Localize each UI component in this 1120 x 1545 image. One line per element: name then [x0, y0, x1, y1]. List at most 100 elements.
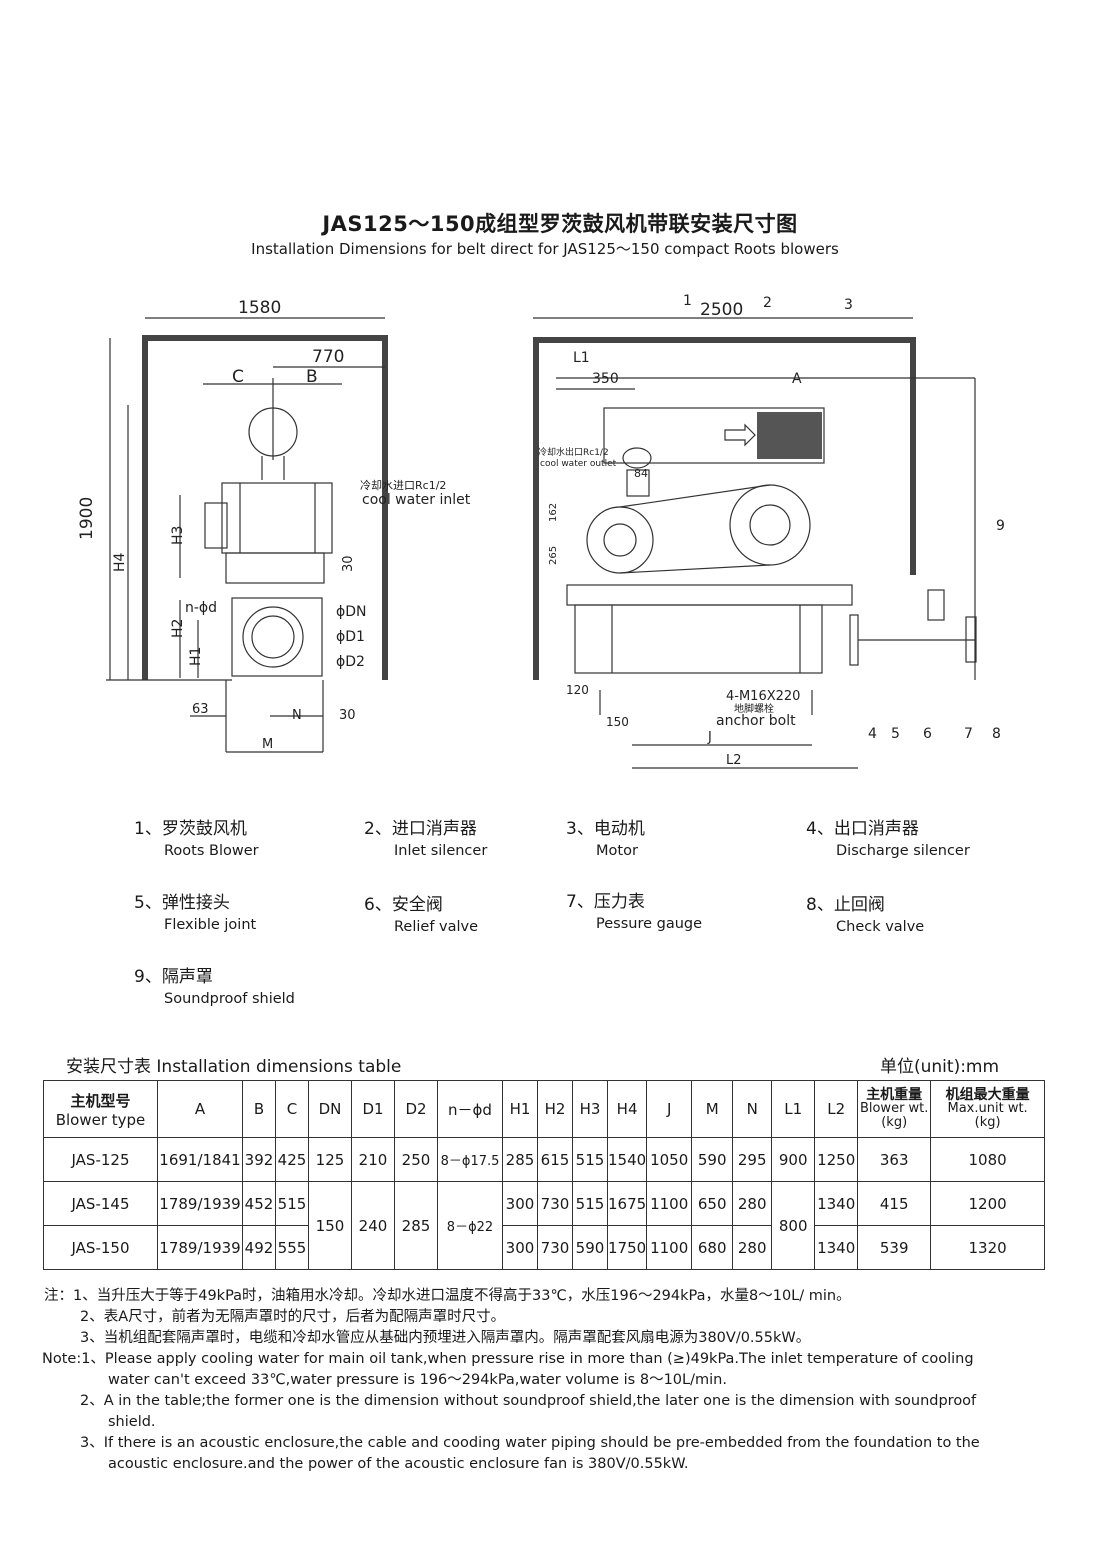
callout-2: 2 [763, 295, 772, 311]
cell-dn: 125 [308, 1137, 352, 1182]
cell-m: 590 [691, 1137, 734, 1182]
cell-l1: 900 [771, 1137, 816, 1182]
col-n-phi-d: n－ϕd [437, 1080, 503, 1138]
cell-l2: 1340 [814, 1181, 859, 1226]
dim-265: 265 [548, 546, 559, 565]
dim-l1: L1 [573, 350, 590, 366]
col-d2: D2 [394, 1080, 438, 1138]
cell-n: 280 [732, 1181, 773, 1226]
callout-4: 4 [868, 726, 877, 742]
cell-j: 1050 [646, 1137, 693, 1182]
cell-d1: 210 [351, 1137, 395, 1182]
cell-n-phi-d: 8－ϕ22 [437, 1181, 503, 1270]
anchor-bolt-cn: 地脚螺栓 [734, 702, 774, 715]
col-j: J [646, 1080, 693, 1138]
col-a: A [157, 1080, 243, 1138]
cell-dn: 150 [308, 1181, 352, 1270]
table-unit: 单位(unit):mm [880, 1057, 1000, 1077]
cell-type: JAS-150 [43, 1225, 158, 1270]
dim-m: M [262, 737, 273, 752]
dim-width-right: 2500 [700, 300, 743, 320]
dim-63: 63 [192, 702, 209, 717]
callout-3: 3 [844, 297, 853, 313]
callout-7: 7 [964, 726, 973, 742]
cell-b: 452 [242, 1181, 276, 1226]
cell-blower-weight: 363 [857, 1137, 932, 1182]
cell-max-unit-weight: 1320 [930, 1225, 1045, 1270]
cell-l2: 1250 [814, 1137, 859, 1182]
cell-blower-weight: 415 [857, 1181, 932, 1226]
table-row: JAS-150 1789/1939 492 555 300 730 590 17… [43, 1225, 1045, 1270]
col-h2: H2 [537, 1080, 573, 1138]
cell-max-unit-weight: 1080 [930, 1137, 1045, 1182]
col-h1: H1 [502, 1080, 538, 1138]
cool-water-inlet-en: cool water inlet [362, 492, 471, 508]
callout-8: 8 [992, 726, 1001, 742]
phi-dn: ϕDN [336, 604, 367, 620]
col-h3: H3 [572, 1080, 608, 1138]
dim-h4: H4 [112, 552, 128, 572]
cell-j: 1100 [646, 1181, 693, 1226]
cell-n-phi-d: 8－ϕ17.5 [437, 1137, 503, 1182]
table-row: JAS-145 1789/1939 452 515 150 240 285 8－… [43, 1181, 1045, 1270]
dim-150: 150 [606, 715, 629, 729]
dim-n: N [292, 708, 302, 723]
cell-h4: 1540 [606, 1137, 648, 1182]
note-line: 3、当机组配套隔声罩时，电缆和冷却水管应从基础内预埋进入隔声罩内。隔声罩配套风扇… [80, 1330, 811, 1346]
cool-water-outlet-en: cool water outlet [540, 459, 617, 469]
cell-d2: 285 [394, 1181, 438, 1270]
cell-a: 1691/1841 [157, 1137, 243, 1182]
cell-h2: 730 [537, 1225, 573, 1270]
right-side-view [533, 317, 977, 769]
dim-30: 30 [341, 555, 356, 572]
dim-height: 1900 [77, 497, 97, 540]
dim-l2: L2 [726, 753, 742, 768]
col-b: B [242, 1080, 276, 1138]
callout-5: 5 [891, 726, 900, 742]
dim-width-left: 1580 [238, 298, 281, 318]
dim-h2: H2 [170, 619, 186, 638]
left-front-view [106, 317, 388, 753]
cell-d1: 240 [351, 1181, 395, 1270]
table-row: JAS-125 1691/1841 392 425 125 210 250 8－… [43, 1137, 1045, 1182]
dim-350: 350 [592, 371, 619, 387]
cell-h4: 1675 [606, 1181, 648, 1226]
dim-30b: 30 [339, 708, 356, 723]
cell-h1: 300 [502, 1181, 538, 1226]
cell-h2: 730 [537, 1181, 573, 1226]
col-h4: H4 [606, 1080, 648, 1138]
cell-a: 1789/1939 [157, 1225, 243, 1270]
note-line: shield. [108, 1414, 156, 1430]
cell-h3: 515 [572, 1137, 608, 1182]
cell-h2: 615 [537, 1137, 573, 1182]
dim-b: B [306, 367, 318, 387]
cell-m: 650 [691, 1181, 734, 1226]
dim-162: 162 [548, 503, 559, 522]
notes: 注：1、当升压大于等于49kPa时，油箱用水冷却。冷却水进口温度不得高于33℃，… [42, 1286, 1044, 1475]
cell-h3: 515 [572, 1181, 608, 1226]
anchor-bolt-en: anchor bolt [716, 713, 796, 729]
note-line: Note:1、Please apply cooling water for ma… [42, 1351, 974, 1367]
col-d1: D1 [351, 1080, 395, 1138]
dim-h1: H1 [188, 647, 204, 666]
note-line: water can't exceed 33℃,water pressure is… [108, 1372, 727, 1388]
col-c: C [275, 1080, 309, 1138]
note-line: 2、A in the table;the former one is the d… [80, 1393, 977, 1409]
callout-6: 6 [923, 726, 932, 742]
anchor-bolt-spec: 4-M16X220 [726, 689, 800, 704]
cell-m: 680 [691, 1225, 734, 1270]
page-subtitle: Installation Dimensions for belt direct … [251, 240, 839, 258]
col-n: N [732, 1080, 773, 1138]
col-dn: DN [308, 1080, 352, 1138]
cool-water-inlet-cn: 冷却水进口Rc1/2 [360, 479, 446, 492]
cell-h4: 1750 [606, 1225, 648, 1270]
installation-drawing: 1580 770 C B 1900 H4 H3 H2 H1 冷却水进口Rc1/2… [77, 293, 1005, 769]
dim-h3: H3 [170, 526, 186, 545]
